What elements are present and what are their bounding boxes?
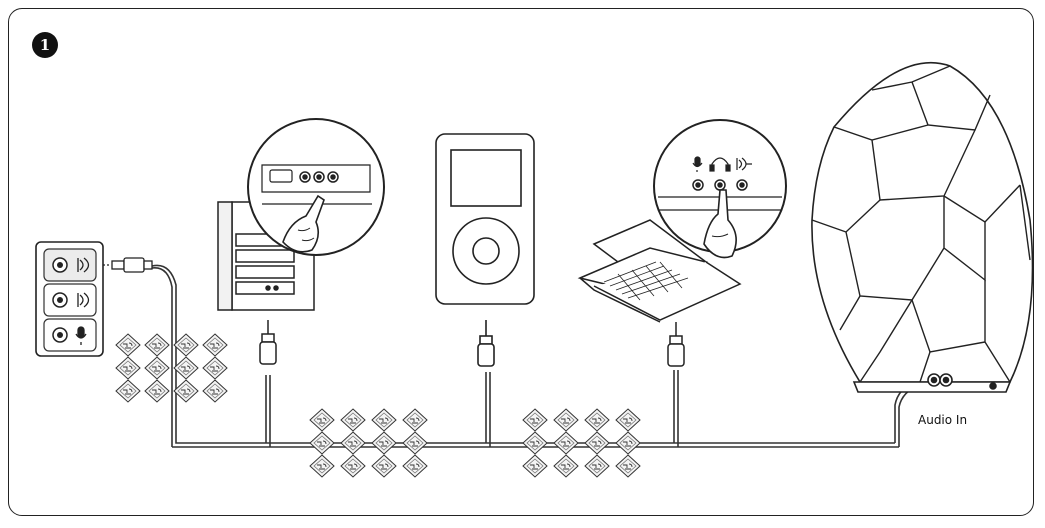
laptop-computer (577, 119, 787, 367)
audio-plug (103, 257, 153, 273)
diagram-frame (8, 8, 1034, 516)
pc-sound-card-ports (35, 241, 153, 357)
portable-media-player (435, 133, 535, 367)
desktop-computer (217, 118, 385, 365)
audio-in-label: Audio In (918, 413, 968, 427)
step-number-badge: 1 (32, 32, 58, 58)
faceted-speaker (811, 61, 1034, 393)
